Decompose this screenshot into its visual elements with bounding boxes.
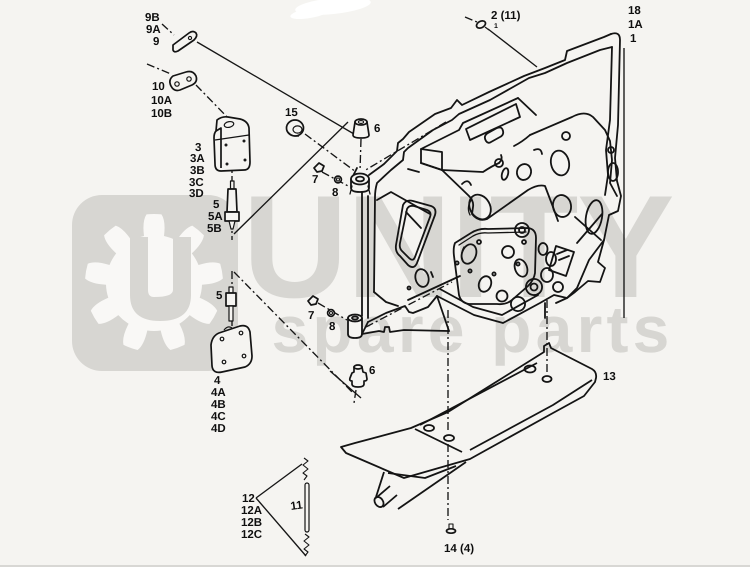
- svg-text:3: 3: [195, 142, 201, 154]
- svg-text:6: 6: [369, 365, 375, 377]
- svg-text:8: 8: [332, 187, 339, 199]
- svg-text:12C: 12C: [241, 529, 262, 541]
- svg-text:4: 4: [214, 375, 221, 387]
- svg-text:1: 1: [630, 33, 637, 45]
- svg-text:1A: 1A: [628, 19, 643, 31]
- svg-text:10A: 10A: [151, 95, 172, 107]
- svg-text:12A: 12A: [241, 505, 262, 517]
- svg-text:3D: 3D: [189, 188, 204, 200]
- svg-text:3C: 3C: [189, 177, 204, 189]
- svg-text:2 (11): 2 (11): [491, 10, 521, 22]
- svg-text:7: 7: [312, 174, 318, 186]
- svg-text:3A: 3A: [190, 153, 205, 165]
- svg-text:13: 13: [603, 371, 616, 383]
- svg-text:9: 9: [153, 36, 159, 48]
- svg-text:10B: 10B: [151, 108, 172, 120]
- svg-text:9B: 9B: [145, 12, 160, 24]
- svg-text:5B: 5B: [207, 223, 222, 235]
- svg-text:3B: 3B: [190, 165, 205, 177]
- svg-text:8: 8: [329, 321, 336, 333]
- svg-text:9A: 9A: [146, 24, 161, 36]
- svg-text:1: 1: [494, 23, 498, 30]
- svg-text:18: 18: [628, 5, 641, 17]
- svg-text:11: 11: [290, 499, 304, 513]
- svg-text:5: 5: [216, 290, 223, 302]
- svg-text:7: 7: [308, 310, 314, 322]
- svg-text:12: 12: [242, 493, 255, 505]
- svg-text:4C: 4C: [211, 411, 226, 423]
- svg-text:14 (4): 14 (4): [444, 543, 474, 555]
- svg-text:15: 15: [285, 107, 298, 119]
- svg-text:4B: 4B: [211, 399, 226, 411]
- svg-text:6: 6: [374, 123, 380, 135]
- svg-text:5: 5: [213, 199, 220, 211]
- svg-text:10: 10: [152, 81, 165, 93]
- svg-text:4A: 4A: [211, 387, 226, 399]
- svg-text:5A: 5A: [208, 211, 223, 223]
- svg-text:4D: 4D: [211, 423, 226, 435]
- svg-text:12B: 12B: [241, 517, 262, 529]
